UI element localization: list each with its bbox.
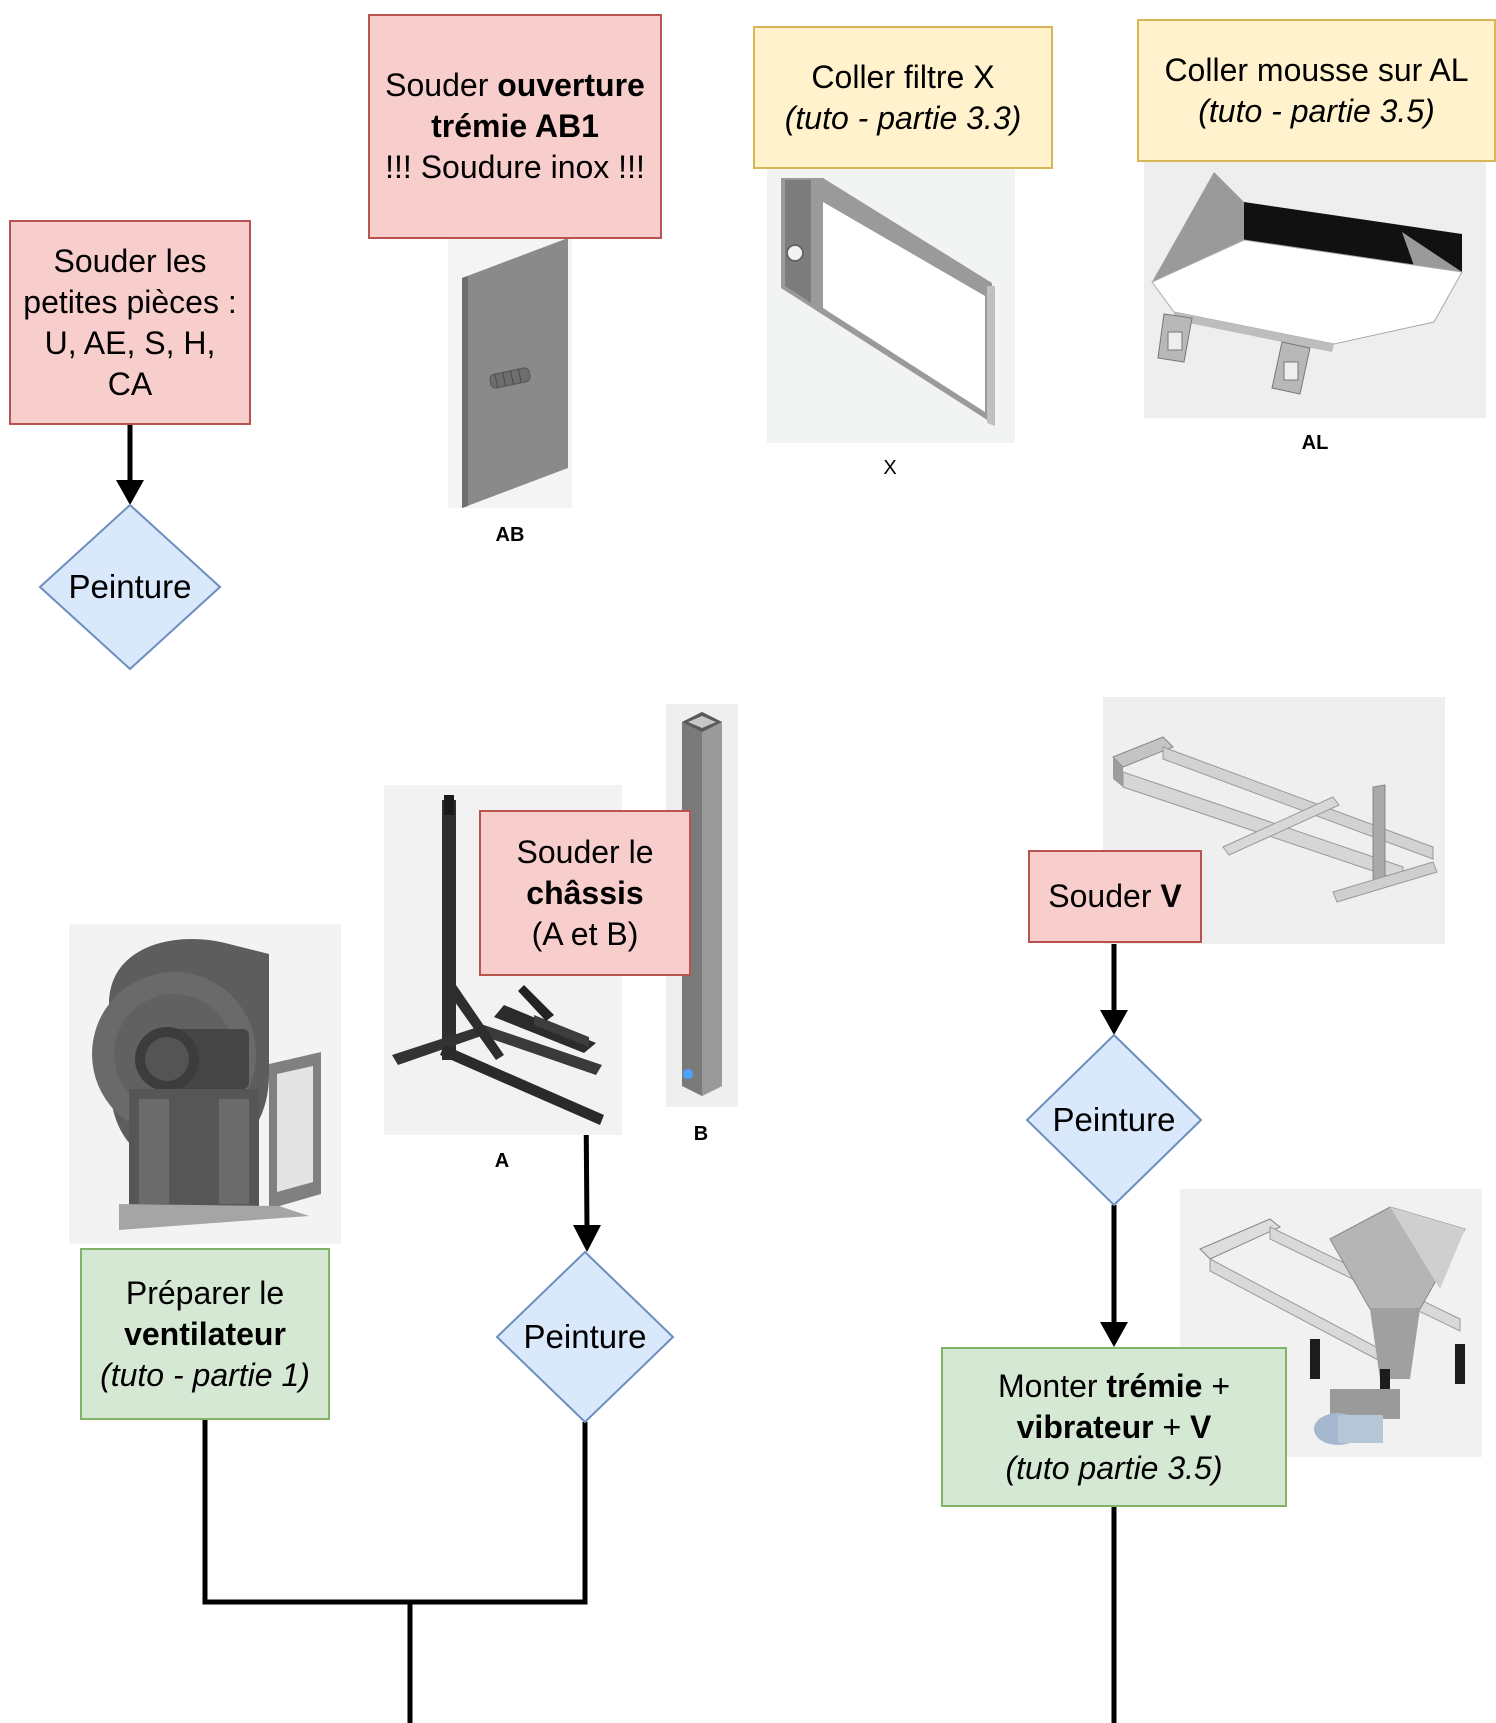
part-x-image (767, 168, 1015, 443)
decision-label: Peinture (1053, 1101, 1176, 1138)
step-prepare-fan: Préparer le ventilateur (tuto - partie 1… (80, 1248, 330, 1420)
decision-paint-1: Peinture (38, 503, 222, 671)
step-glue-filter: Coller filtre X (tuto - partie 3.3) (753, 26, 1053, 169)
step-weld-chassis: Souder le châssis (A et B) (479, 810, 691, 976)
decision-paint-2: Peinture (495, 1250, 675, 1424)
caption-al: AL (1301, 432, 1329, 454)
step-weld-v: Souder V (1028, 850, 1202, 943)
step-glue-foam: Coller mousse sur AL (tuto - partie 3.5) (1137, 19, 1496, 162)
line-merge (202, 1420, 588, 1605)
step-weld-hopper-opening: Souder ouverture trémie AB1 !!! Soudure … (368, 14, 662, 239)
decision-label: Peinture (524, 1318, 647, 1355)
step-mount-hopper: Monter trémie + vibrateur + V (tuto part… (941, 1347, 1287, 1507)
part-hopper-assembly-image (1180, 1189, 1482, 1457)
part-b-image (666, 704, 738, 1107)
part-al-image (1144, 162, 1486, 418)
caption-a: A (494, 1150, 510, 1172)
part-v-image (1103, 697, 1445, 944)
arrowhead (573, 1225, 601, 1252)
decision-label: Peinture (69, 568, 192, 605)
arrowhead (116, 480, 144, 505)
step-weld-small-parts: Souder les petites pièces : U, AE, S, H,… (9, 220, 251, 425)
caption-x: X (883, 457, 897, 479)
part-ab-image (448, 238, 572, 508)
arrowhead (1100, 1322, 1128, 1347)
decision-paint-3: Peinture (1025, 1033, 1203, 1207)
arrowhead (1100, 1010, 1128, 1035)
caption-ab: AB (495, 524, 525, 546)
part-fan-image (69, 924, 341, 1244)
caption-b: B (693, 1123, 709, 1145)
